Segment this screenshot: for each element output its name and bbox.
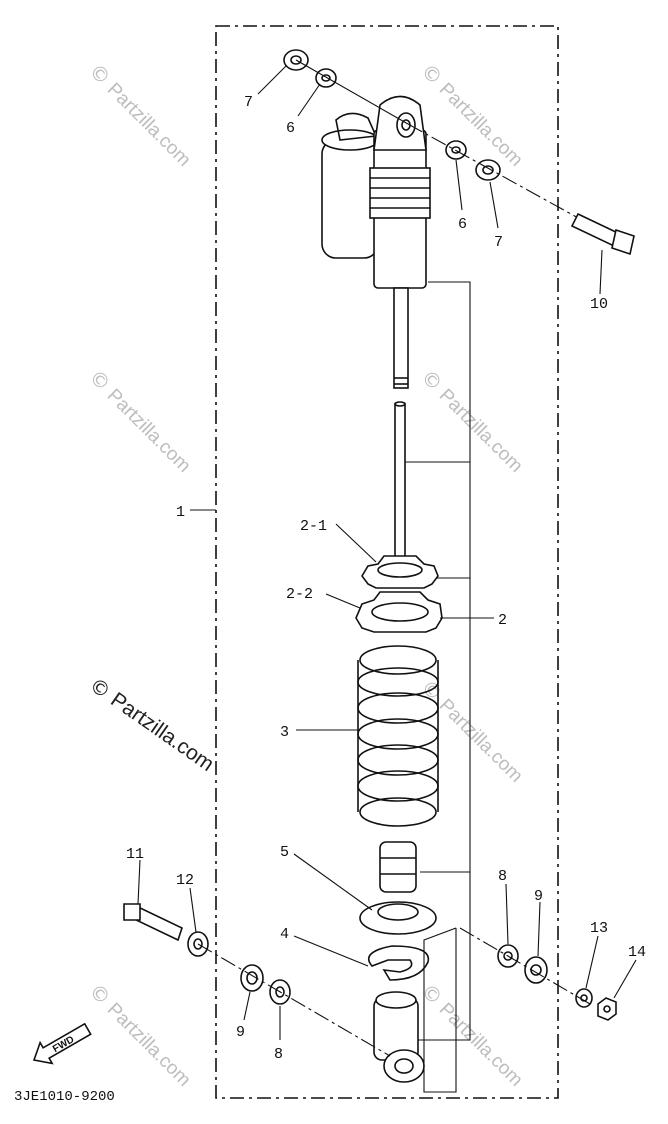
part-labels: 7 6 6 7 10 1 2-1 2-2 2 3 5 4 11 12 9 8 8… xyxy=(126,94,646,1063)
axis-line-bolt-10 xyxy=(407,123,601,231)
watermark-layer: © Partzilla.com © Partzilla.com © Partzi… xyxy=(84,59,527,1091)
shock-body xyxy=(369,95,431,389)
axis-line-bolt-11 xyxy=(197,943,391,1057)
label-9-left: 9 xyxy=(236,1024,245,1041)
label-4: 4 xyxy=(280,926,289,943)
label-12: 12 xyxy=(176,872,194,889)
bolt-11 xyxy=(123,903,183,942)
assembly-boundary xyxy=(215,25,559,1099)
reservoir-tank xyxy=(321,112,379,259)
label-6-right: 6 xyxy=(458,216,467,233)
label-9-right: 9 xyxy=(534,888,543,905)
watermark-text: Partzilla.com xyxy=(103,999,195,1091)
axis-line-right xyxy=(459,927,591,1005)
watermark-text: Partzilla.com xyxy=(103,385,195,477)
leader-lines xyxy=(137,65,637,1040)
watermark-text: Partzilla.com xyxy=(103,79,195,171)
label-7-top: 7 xyxy=(244,94,253,111)
label-2-2: 2-2 xyxy=(286,586,313,603)
spring-seat xyxy=(359,901,437,935)
bushing-9-left xyxy=(240,964,264,992)
damper-rod xyxy=(394,401,406,565)
bushing-9-right xyxy=(524,956,548,984)
drawing-code: 3JE1010-9200 xyxy=(14,1089,115,1105)
bolt-10 xyxy=(570,212,635,256)
label-11: 11 xyxy=(126,846,144,863)
spring-seat-stopper xyxy=(367,945,430,981)
watermark-symbol: © xyxy=(85,672,115,703)
label-14: 14 xyxy=(628,944,646,961)
fwd-arrow: FWD xyxy=(32,1022,92,1065)
adjuster-bore xyxy=(371,602,429,622)
label-3: 3 xyxy=(280,724,289,741)
label-2: 2 xyxy=(498,612,507,629)
watermark-text: Partzilla.com xyxy=(435,999,527,1091)
label-7-right: 7 xyxy=(494,234,503,251)
label-1: 1 xyxy=(176,504,185,521)
locknut-bore xyxy=(377,562,423,578)
bushing-6-top xyxy=(315,68,337,88)
fwd-label: FWD xyxy=(51,1034,76,1055)
nut-14 xyxy=(597,997,617,1021)
label-6-top: 6 xyxy=(286,120,295,137)
label-13: 13 xyxy=(590,920,608,937)
label-2-1: 2-1 xyxy=(300,518,327,535)
label-8-left: 8 xyxy=(274,1046,283,1063)
watermark-text: Partzilla.com xyxy=(106,688,218,776)
axis-line-top xyxy=(295,59,409,125)
lower-eyelet xyxy=(373,991,425,1083)
label-8-right: 8 xyxy=(498,868,507,885)
label-5: 5 xyxy=(280,844,289,861)
assembly-bracket-lines xyxy=(405,281,471,1041)
axis-bracket-right xyxy=(423,927,457,1093)
watermark-text: Partzilla.com xyxy=(435,385,527,477)
bump-stopper xyxy=(379,841,417,893)
coil-spring xyxy=(357,645,439,827)
watermark-text: Partzilla.com xyxy=(435,695,527,787)
label-10: 10 xyxy=(590,296,608,313)
